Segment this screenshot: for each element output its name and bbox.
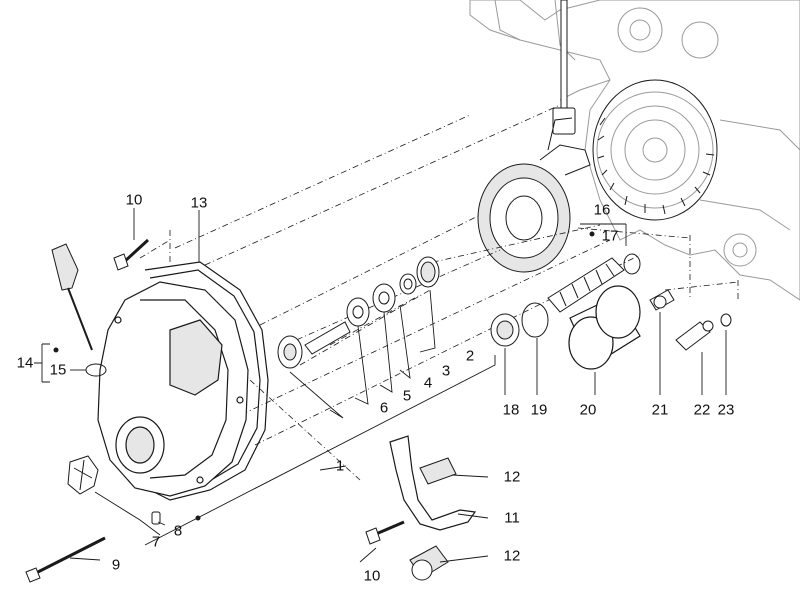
callout-12-bottom[interactable]: 12: [503, 547, 521, 565]
oil-filter-cartridge: [568, 285, 641, 370]
callout-5[interactable]: 5: [402, 387, 412, 405]
engine-cover: [97, 281, 249, 497]
connector-top: [419, 457, 457, 485]
callout-8[interactable]: 8: [173, 522, 183, 540]
dipstick: [51, 243, 107, 377]
bolt-bottom: [365, 520, 405, 545]
callout-22[interactable]: 22: [693, 401, 711, 419]
shaft-bearings: [277, 256, 440, 369]
oil-strainer: [547, 253, 641, 313]
callout-2[interactable]: 2: [465, 347, 475, 365]
filter-plug: [490, 302, 549, 347]
callout-23[interactable]: 23: [717, 401, 735, 419]
bracket: [389, 435, 477, 531]
callout-6[interactable]: 6: [379, 399, 389, 417]
callout-9[interactable]: 9: [111, 556, 121, 574]
stator: [477, 117, 591, 273]
callout-7[interactable]: 7: [151, 533, 161, 551]
callout-10-top[interactable]: 10: [125, 191, 143, 209]
engine-rod: [552, 0, 576, 135]
callout-17[interactable]: 17: [601, 227, 619, 245]
callout-20[interactable]: 20: [579, 401, 597, 419]
callout-3[interactable]: 3: [441, 362, 451, 380]
engine-block: [469, 0, 800, 301]
callout-10-bottom[interactable]: 10: [363, 567, 381, 585]
cover-gasket: [144, 261, 269, 501]
pressure-switch: [675, 313, 732, 351]
callout-18[interactable]: 18: [502, 401, 520, 419]
callout-14[interactable]: 14: [16, 354, 34, 372]
impeller: [67, 455, 99, 495]
callout-4[interactable]: 4: [423, 374, 433, 392]
callout-16[interactable]: 16: [593, 201, 611, 219]
callout-19[interactable]: 19: [530, 401, 548, 419]
bolt-top: [113, 238, 150, 271]
flywheel: [592, 79, 718, 221]
long-bolt: [25, 536, 106, 583]
filter-fitting: [649, 289, 675, 311]
callout-11[interactable]: 11: [504, 509, 520, 527]
callout-1[interactable]: 1: [335, 457, 345, 475]
kit-dots: [53, 231, 595, 521]
connector-bottom: [409, 545, 449, 581]
callout-21[interactable]: 21: [651, 401, 669, 419]
callout-13[interactable]: 13: [190, 194, 208, 212]
callout-12-top[interactable]: 12: [503, 468, 521, 486]
callout-15[interactable]: 15: [49, 361, 67, 379]
pin-8: [151, 511, 161, 525]
leader-lines: [34, 208, 727, 563]
